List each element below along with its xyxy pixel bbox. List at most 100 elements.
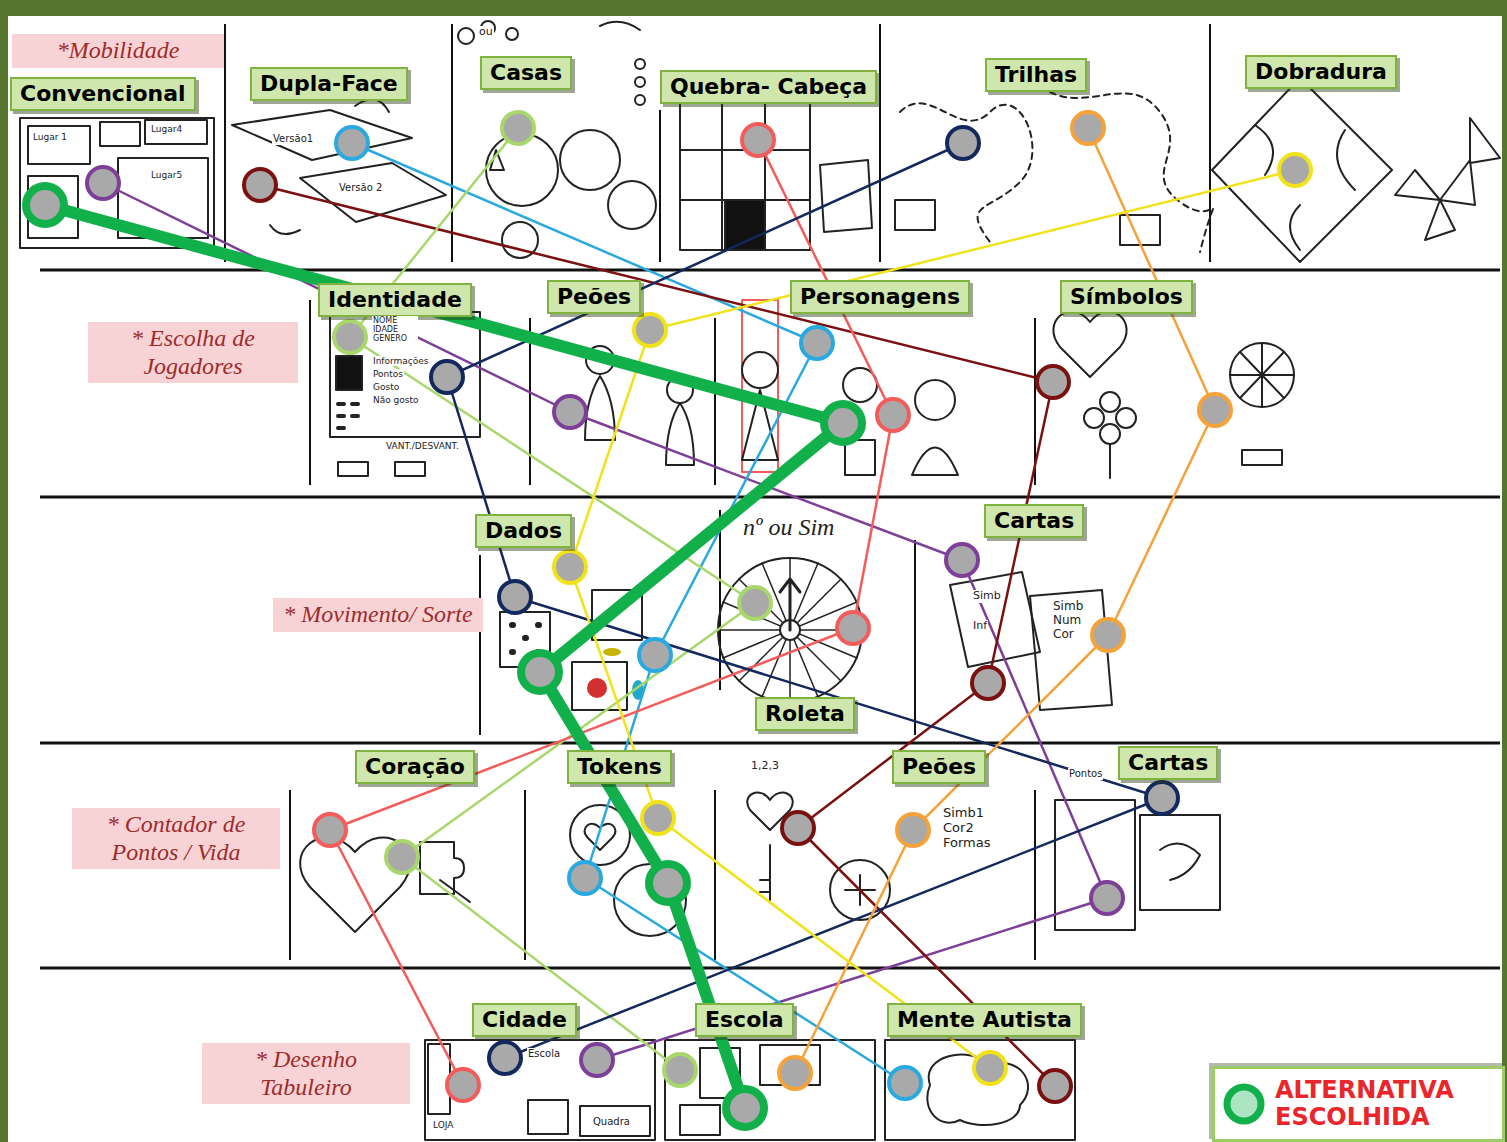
cell-divider [224,24,226,262]
option-cell: Mente Autista [880,972,1080,1140]
alternative-path [913,635,1108,830]
sketch-note: Escola [527,1048,561,1060]
alternative-path [447,377,515,597]
choice-marker [489,1042,521,1074]
choice-marker [502,112,534,144]
character [742,352,778,388]
option-cell: Coração [290,746,525,966]
sketch-note: Versão 2 [338,182,383,194]
sketch-note: Quadra [592,1116,631,1128]
row-heading: * Contador de Pontos / Vida [72,808,280,869]
cell-divider [714,318,716,485]
choice-marker [1091,882,1123,914]
option-label: Tokens [567,750,672,784]
choice-marker [726,1089,764,1127]
option-label: Dados [475,514,572,548]
choice-marker [1092,619,1124,651]
alternative-path [597,898,1107,1060]
board-sketch [425,1040,655,1140]
choice-marker [972,667,1004,699]
fold-board [1212,78,1392,262]
character [915,380,955,420]
highlight-frame [742,300,778,472]
key-stem [760,845,770,900]
card-symbol [1160,844,1200,880]
choice-marker [974,1052,1006,1084]
option-cell: Escola [660,972,880,1140]
cell-divider [479,555,481,735]
alternative-path [1108,410,1215,635]
color-dot [587,678,607,698]
space-circle [635,95,645,105]
alternative-path [402,857,680,1070]
sketch-note: nº ou Sim [742,514,835,542]
option-cell: Quebra- Cabeça [660,20,880,265]
option-label: Personagens [790,280,970,314]
row-heading-text: * Movimento/ Sorte [281,601,475,629]
wheel-symbol [1230,343,1294,407]
option-label: Convencional [10,77,196,111]
choice-marker [1146,782,1178,814]
cell-divider [309,300,311,485]
sketch-note: Gosto [372,382,400,392]
option-cell: Símbolos [1035,274,1320,494]
option-label: Cidade [472,1003,577,1037]
alternative-path [1088,128,1215,410]
option-label: Roleta [755,697,855,731]
choice-marker [664,1054,696,1086]
choice-marker [801,327,833,359]
sketch-note: Não gosto [372,395,420,405]
choice-marker [739,587,771,619]
flower-stem [1109,444,1111,478]
choice-marker [447,1069,479,1101]
board-face [232,110,412,160]
sketch-note: Informações [372,356,430,366]
choice-marker [26,186,64,224]
row-dividers [40,270,1500,968]
row-heading-text: * Contador de Pontos / Vida [80,811,272,866]
choice-marker [87,167,119,199]
pawn [666,403,694,465]
sheet [8,16,1502,1142]
board-block [528,1100,568,1134]
option-label: Dupla-Face [250,67,408,101]
alternative-path [260,185,1053,382]
sketch-note: Pontos [372,369,404,379]
wheel-spokes [1230,343,1294,407]
cell-divider [714,790,716,960]
option-cell: Dupla-Face [225,20,452,265]
cell-divider [1034,790,1036,960]
choice-marker [946,544,978,576]
sketch-note: Lugar4 [150,124,183,134]
option-label: Dobradura [1245,55,1397,89]
choice-marker [779,1057,811,1089]
choice-marker [1199,394,1231,426]
option-cell: Tokens [525,746,715,966]
row-heading: * Desenho Tabuleiro [202,1043,410,1104]
choice-marker [1037,366,1069,398]
option-label: Quebra- Cabeça [660,70,877,104]
row-heading: * Movimento/ Sorte [273,598,483,632]
choice-marker [824,404,862,442]
row-heading-text: * Escolha de Jogadores [96,325,290,380]
pawn [585,376,615,440]
space-circle [635,59,645,69]
row-heading: *Mobilidade [12,34,224,68]
choice-marker [581,1044,613,1076]
sketch-note: Inf [972,620,988,633]
option-label: Cartas [1118,746,1218,780]
choice-marker [386,841,418,873]
row-divider [40,742,1500,745]
heart-symbol [1053,312,1126,377]
cell-divider [879,24,881,262]
sketch-note: VANT./DESVANT. [385,441,460,451]
sketch-note: NOME IDADE GENERO [372,316,418,344]
pinwheel [1395,118,1500,240]
option-label: Coração [355,750,475,784]
choice-marker [314,814,346,846]
option-label: Casas [480,56,572,90]
choice-marker [947,127,979,159]
cell-divider [524,790,526,960]
sketch-note: ou [478,26,494,39]
